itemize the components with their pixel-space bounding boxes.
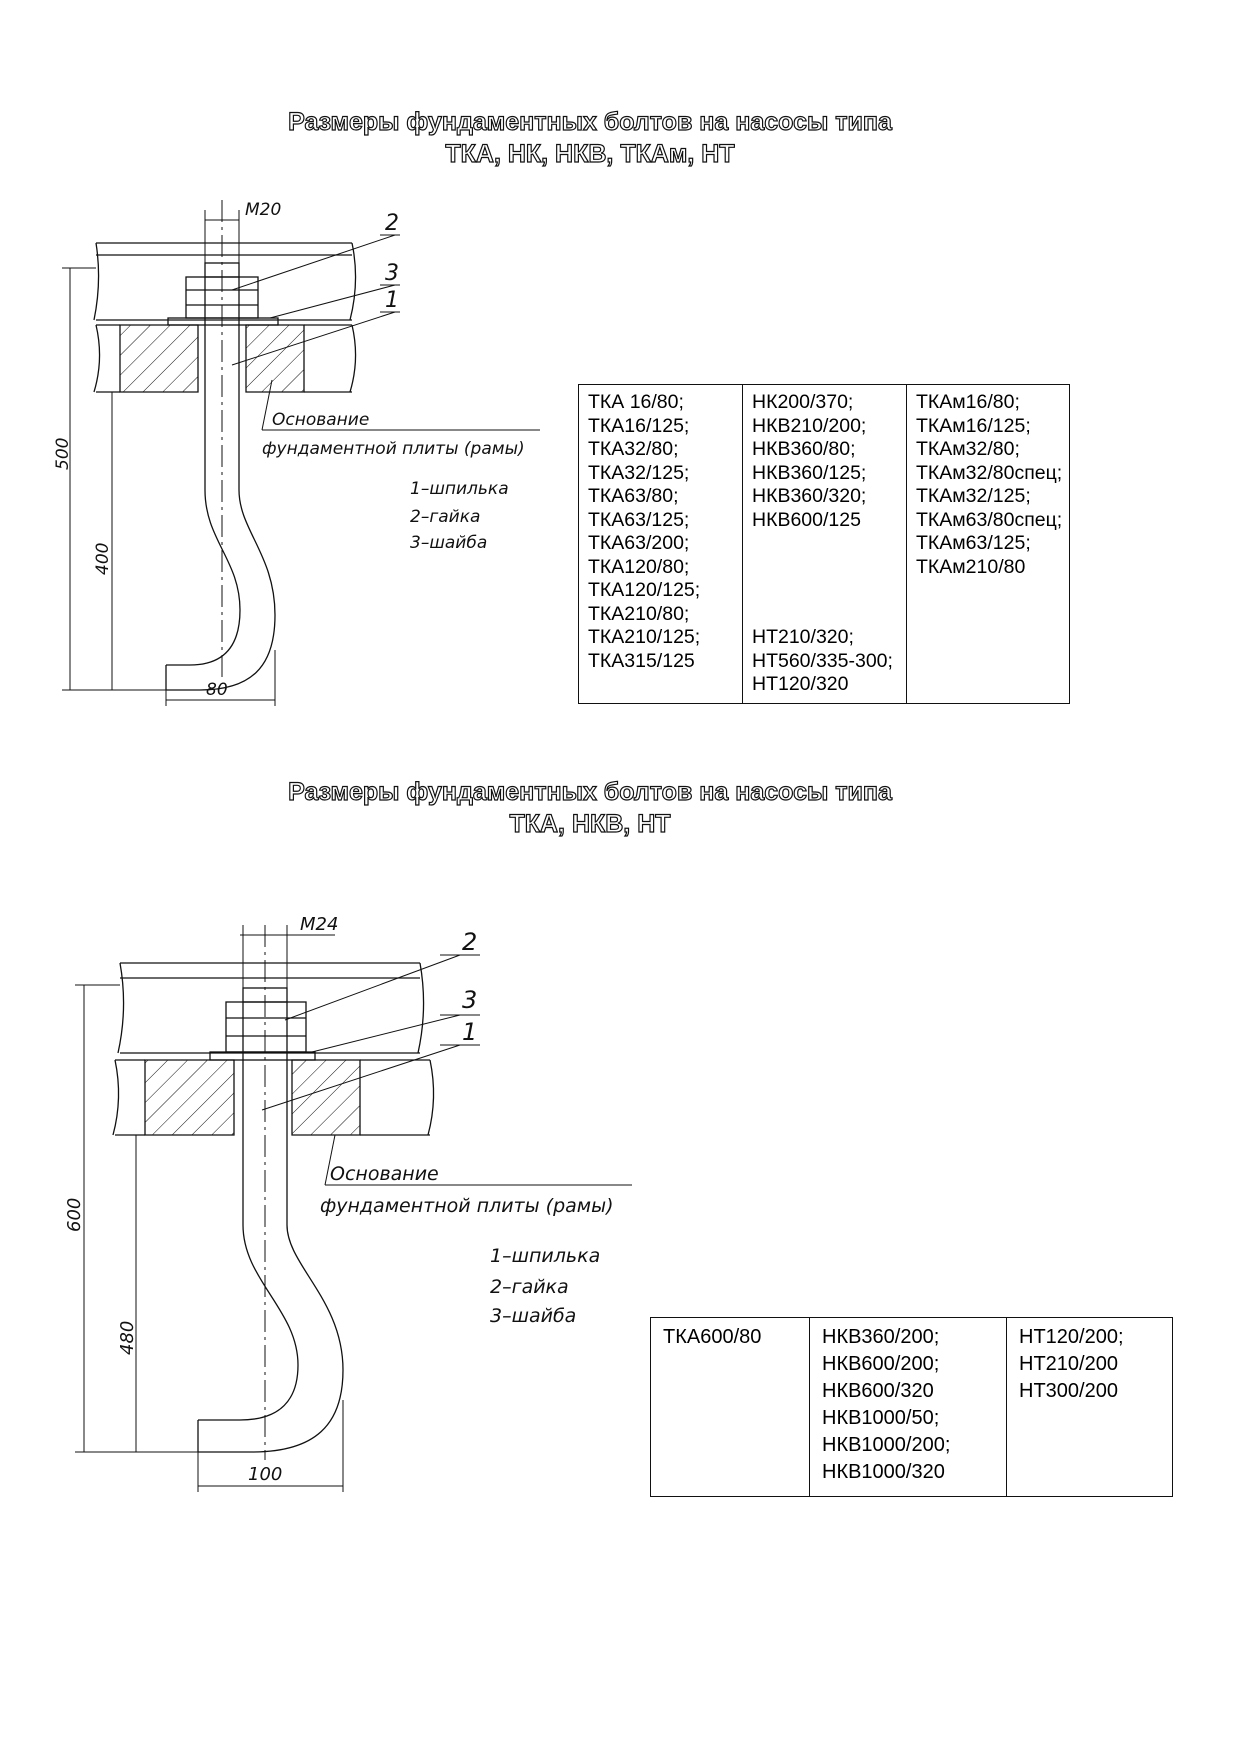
table-cell-model: НТ120/320 [752, 673, 849, 695]
table-cell-model: ТКА63/200; [588, 532, 690, 554]
base-label-2-line1: Основание [330, 1163, 439, 1185]
table-row: ТКА600/80 НКВ360/200; НКВ600/200; НКВ600/3… [650, 1317, 1173, 1497]
callout-2-washer: 3 [462, 986, 477, 1014]
table1-col-nk: НК200/370;НКВ210/200;НКВ360/80;НКВ360/12… [742, 384, 907, 704]
table-cell-model: НКВ360/320; [752, 485, 867, 507]
dim-inner-2: 480 [117, 1321, 138, 1355]
table2-col-tka: ТКА600/80 [650, 1317, 810, 1497]
table-cell-model: ТКА315/125 [588, 649, 695, 672]
base-label-1-line2: фундаментной плиты (рамы) [262, 439, 525, 459]
table-cell-model: НКВ600/125 [752, 508, 861, 531]
table-cell-model: ТКА120/125; [588, 579, 701, 601]
table-cell-model: НТ300/200 [1019, 1380, 1118, 1402]
table-cell-model: ТКАм63/80спец; [916, 508, 1063, 531]
callout-1-washer: 3 [385, 261, 399, 286]
table-cell-model: ТКАм32/125; [916, 485, 1031, 507]
section2-title-line1: Размеры фундаментных болтов на насосы ти… [288, 777, 893, 806]
table-cell-model: ТКА16/125; [588, 414, 690, 437]
dim-inner-1: 400 [93, 543, 113, 575]
bolt-drawing-1-labels: М20 2 3 1 Основание фундаментной плиты (… [53, 200, 525, 700]
table-cell-model: ТКАм16/80; [916, 391, 1020, 413]
section1-title-line1: Размеры фундаментных болтов на насосы ти… [288, 107, 893, 136]
table-cell-model: ТКА63/125; [588, 508, 690, 531]
callout-2-stud: 1 [462, 1018, 477, 1046]
table-cell-model: ТКА210/80; [588, 602, 690, 625]
table-cell-model: ТКА210/125; [588, 626, 701, 648]
table-cell-model: НКВ1000/320 [822, 1461, 945, 1483]
thread-label-2: М24 [300, 914, 338, 935]
table-cell-model: НКВ360/125; [752, 461, 867, 484]
legend-1-item1: 1–шпилька [410, 479, 509, 499]
callout-1-nut: 2 [385, 211, 399, 236]
plate-2-right-hatch [291, 1059, 361, 1136]
section2-title-line2: ТКА, НКВ, НТ [509, 809, 671, 838]
table-cell-model: ТКАм63/125; [916, 532, 1031, 554]
table-cell-model: НКВ600/320 [822, 1380, 934, 1402]
table-cell-model: НКВ1000/200; [822, 1434, 951, 1456]
section2-title: Размеры фундаментных болтов на насосы ти… [0, 776, 1180, 840]
dim-foot-1: 80 [206, 680, 228, 700]
table-cell-model: ТКА600/80 [663, 1326, 762, 1348]
plate-2-left-hatch [144, 1059, 235, 1136]
legend-2-item2: 2–гайка [490, 1276, 569, 1298]
section1-title-line2: ТКА, НК, НКВ, ТКАм, НТ [445, 139, 735, 168]
base-label-1-line1: Основание [272, 410, 369, 430]
table-row: ТКА 16/80;ТКА16/125;ТКА32/80;ТКА32/125;Т… [578, 384, 1070, 704]
table-cell-model: ТКА32/125; [588, 461, 690, 484]
table1-col-tkam: ТКАм16/80;ТКАм16/125;ТКАм32/80;ТКАм32/80… [906, 384, 1070, 704]
models-table-2: ТКА600/80 НКВ360/200; НКВ600/200; НКВ600/3… [650, 1317, 1173, 1497]
thread-label-1: М20 [245, 200, 281, 220]
table-cell-model: ТКА120/80; [588, 555, 690, 578]
callout-2-nut: 2 [462, 928, 477, 956]
bolt-drawing-2-labels: М24 2 3 1 Основание фундаментной плиты (… [64, 914, 614, 1485]
table-cell-model: ТКАм32/80спец; [916, 461, 1063, 484]
callout-1-stud: 1 [385, 288, 399, 313]
dim-foot-2: 100 [248, 1464, 282, 1485]
table-cell-model: ТКАм16/125; [916, 414, 1031, 437]
table-cell-model: НКВ210/200; [752, 414, 867, 437]
table-cell-model: ТКА63/80; [588, 485, 679, 507]
legend-2-item1: 1–шпилька [490, 1245, 600, 1267]
table-cell-model: ТКАм210/80 [916, 555, 1026, 578]
table-cell-model: НТ560/335-300; [752, 649, 893, 672]
table-cell-model: НКВ360/200; [822, 1326, 940, 1348]
legend-2-item3: 3–шайба [490, 1305, 576, 1327]
table-cell-model: НК200/370; [752, 391, 854, 413]
bolt-drawing-2 [75, 925, 632, 1492]
dim-total-2: 600 [64, 1198, 85, 1232]
bolt-drawing-1 [62, 200, 540, 706]
section1-title: Размеры фундаментных болтов на насосы ти… [0, 106, 1180, 170]
table-cell-model: НКВ1000/50; [822, 1407, 940, 1429]
legend-1-item3: 3–шайба [410, 533, 487, 553]
base-label-2-line2: фундаментной плиты (рамы) [320, 1195, 614, 1217]
plate-1-right-hatch [245, 324, 305, 393]
table-cell-model: НКВ600/200; [822, 1353, 940, 1375]
table1-col-tka: ТКА 16/80;ТКА16/125;ТКА32/80;ТКА32/125;Т… [578, 384, 743, 704]
table-cell-model: НКВ360/80; [752, 438, 856, 460]
table-cell-model: НТ120/200; [1019, 1326, 1124, 1348]
dim-total-1: 500 [53, 438, 73, 470]
table-cell-model: НТ210/200 [1019, 1353, 1118, 1375]
table-cell-model: ТКА32/80; [588, 438, 679, 460]
plate-1-left-hatch [119, 324, 199, 393]
models-table-1: ТКА 16/80;ТКА16/125;ТКА32/80;ТКА32/125;Т… [578, 384, 1070, 704]
table-cell-model: НТ210/320; [752, 626, 854, 648]
legend-1-item2: 2–гайка [410, 507, 480, 527]
table-cell-model: ТКА 16/80; [588, 391, 684, 413]
table-cell-model: ТКАм32/80; [916, 438, 1020, 460]
